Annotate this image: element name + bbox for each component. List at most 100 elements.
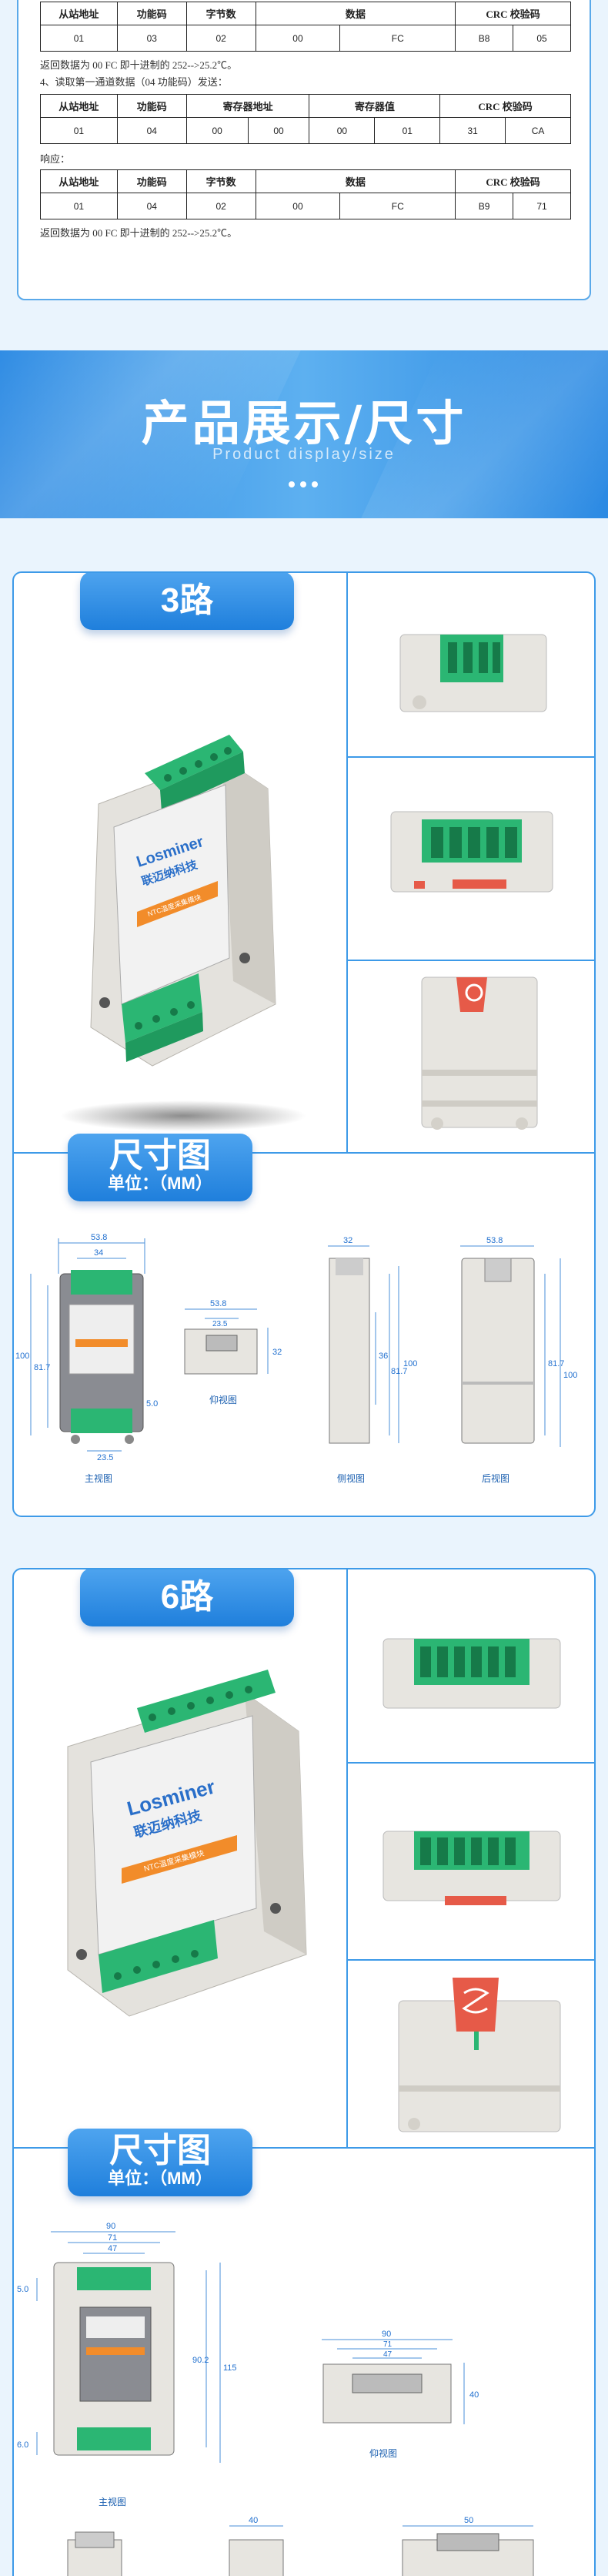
- section-banner: 产品展示/尺寸 Product display/size: [0, 350, 608, 518]
- cell: CA: [505, 117, 571, 144]
- cell: 00: [309, 117, 376, 144]
- col-function-code: 功能码: [116, 94, 187, 118]
- col-byte-count: 字节数: [185, 2, 256, 25]
- dim-bw-3ch: 53.8: [210, 1299, 226, 1308]
- cell: 00: [247, 117, 310, 144]
- dimension-drawings-6ch: 90 71 47 90.2 115 5.0 6.0 主视图 90 71 47 4…: [17, 2222, 534, 2576]
- cell: 00: [255, 193, 341, 219]
- dim-sw-3ch: 32: [343, 1236, 352, 1245]
- channel-tag-6ch: 6路: [80, 1569, 294, 1626]
- view-back-3ch: 后视图: [482, 1472, 509, 1484]
- dimension-title-6ch: 尺寸图: [109, 2132, 211, 2169]
- col-data: 数据: [255, 169, 456, 193]
- cell: B8: [455, 25, 514, 52]
- col-data: 数据: [255, 2, 456, 25]
- dim-st-3ch: 100: [403, 1359, 417, 1368]
- step-4: 4、读取第一通道数据（04 功能码）发送：: [40, 76, 228, 88]
- channel-tag-3ch: 3路: [80, 573, 294, 630]
- dim-bh-6ch: 40: [469, 2390, 479, 2400]
- banner-dots: [289, 481, 319, 489]
- response-table-2: 从站地址 功能码 字节数 数据 CRC 校验码 01 04 02 00 FC B…: [40, 169, 571, 219]
- cell: 31: [439, 117, 506, 144]
- cell: 71: [513, 193, 571, 219]
- col-byte-count: 字节数: [185, 169, 256, 193]
- dim-w1-6ch: 90: [106, 2222, 115, 2231]
- col-function-code: 功能码: [116, 169, 187, 193]
- dimension-tag-6ch: 尺寸图 单位：（MM）: [68, 2129, 252, 2196]
- dim-bw-6ch: 90: [382, 2330, 391, 2339]
- col-register-address: 寄存器地址: [185, 94, 310, 118]
- product-photo-3ch-top: [399, 634, 547, 712]
- view-side-3ch: 侧视图: [337, 1472, 365, 1484]
- banner-title: 产品展示/尺寸: [141, 395, 467, 451]
- dim-d2-3ch: 23.5: [97, 1453, 113, 1462]
- cell: 01: [40, 25, 118, 52]
- product-photo-6ch-bottom: [383, 1831, 561, 1905]
- product-panel-6ch: Losminer 联迈纳科技 NTC温度采集模块 6路 尺寸图 单位：（MM）: [12, 1568, 596, 2576]
- cell: B9: [455, 193, 514, 219]
- response-table-1: 从站地址 功能码 字节数 数据 CRC 校验码 01 03 02 00 FC B…: [40, 2, 571, 52]
- view-bottom-6ch: 仰视图: [369, 2447, 397, 2459]
- dimension-unit-6ch: 单位：（MM）: [108, 2169, 212, 2188]
- cell: 04: [116, 117, 187, 144]
- col-register-value: 寄存器值: [309, 94, 441, 118]
- dimension-drawings-3ch: 53.8 34 100 81.7 5.0 23.5 主视图 53.8 23.5 …: [15, 1233, 577, 1484]
- cell: FC: [339, 25, 456, 52]
- dim-h1-6ch: 90.2: [192, 2356, 209, 2365]
- product-photo-6ch-back: [398, 1978, 561, 2132]
- product-photo-3ch: Losminer 联迈纳科技 NTC温度采集模块: [60, 735, 306, 1131]
- cell: 00: [185, 117, 249, 144]
- dim-w2-6ch: 71: [108, 2233, 117, 2243]
- dim-w2-3ch: 34: [94, 1248, 103, 1258]
- col-slave-address: 从站地址: [40, 169, 118, 193]
- col-slave-address: 从站地址: [40, 2, 118, 25]
- dim-d2-6ch: 6.0: [17, 2440, 28, 2450]
- dim-sh-3ch: 36: [379, 1352, 388, 1361]
- dim-rt-3ch: 100: [563, 1371, 577, 1380]
- cell: 02: [185, 25, 256, 52]
- view-front-6ch: 主视图: [99, 2496, 126, 2507]
- cell: 00: [255, 25, 341, 52]
- protocol-table-card: 从站地址 功能码 字节数 数据 CRC 校验码 01 03 02 00 FC B…: [17, 0, 591, 300]
- dimension-unit-3ch: 单位：（MM）: [108, 1174, 212, 1193]
- dimension-title-3ch: 尺寸图: [109, 1137, 211, 1174]
- dim-h1-3ch: 100: [15, 1352, 29, 1361]
- cell: 01: [374, 117, 441, 144]
- cell: FC: [339, 193, 456, 219]
- product-panel-3ch: Losminer 联迈纳科技 NTC温度采集模块 3路 尺: [12, 571, 596, 1517]
- channel-label-3ch: 3路: [160, 581, 214, 619]
- col-function-code: 功能码: [116, 2, 187, 25]
- product-photo-3ch-back: [421, 976, 538, 1130]
- cell: 01: [40, 117, 118, 144]
- dim-bw2-6ch: 71: [383, 2340, 393, 2349]
- product-photo-6ch-top: [383, 1638, 561, 1709]
- channel-label-6ch: 6路: [160, 1578, 214, 1616]
- dim-sh2-3ch: 81.7: [391, 1367, 407, 1376]
- dim-d1-3ch: 5.0: [146, 1399, 158, 1409]
- note-1: 返回数据为 00 FC 即十进制的 252-->25.2℃。: [40, 59, 238, 71]
- reply-label: 响应：: [40, 153, 71, 165]
- dim-h2-6ch: 115: [223, 2363, 237, 2373]
- banner-subtitle: Product display/size: [212, 446, 396, 463]
- dim-h2-3ch: 81.7: [34, 1363, 50, 1372]
- dim-bw3-6ch: 47: [383, 2350, 393, 2359]
- dim-bi-3ch: 23.5: [212, 1320, 228, 1328]
- col-slave-address: 从站地址: [40, 94, 118, 118]
- col-crc: CRC 校验码: [455, 169, 571, 193]
- view-bottom-3ch: 仰视图: [209, 1394, 237, 1405]
- col-crc: CRC 校验码: [455, 2, 571, 25]
- dim-s2-6ch: 50: [464, 2516, 473, 2525]
- dim-w1-3ch: 53.8: [91, 1233, 107, 1242]
- view-front-3ch: 主视图: [85, 1472, 112, 1484]
- product-photo-6ch: Losminer 联迈纳科技 NTC温度采集模块: [67, 1670, 307, 2017]
- dim-rh-3ch: 81.7: [548, 1359, 564, 1368]
- note-2: 返回数据为 00 FC 即十进制的 252-->25.2℃。: [40, 227, 238, 239]
- dim-w3-6ch: 47: [108, 2244, 117, 2253]
- dim-rw-3ch: 53.8: [486, 1236, 503, 1245]
- product-photo-3ch-bottom: [390, 811, 553, 893]
- cell: 05: [513, 25, 571, 52]
- cell: 01: [40, 193, 118, 219]
- dim-s1-6ch: 40: [249, 2516, 258, 2525]
- dimension-tag-3ch: 尺寸图 单位：（MM）: [68, 1134, 252, 1201]
- col-crc: CRC 校验码: [439, 94, 571, 118]
